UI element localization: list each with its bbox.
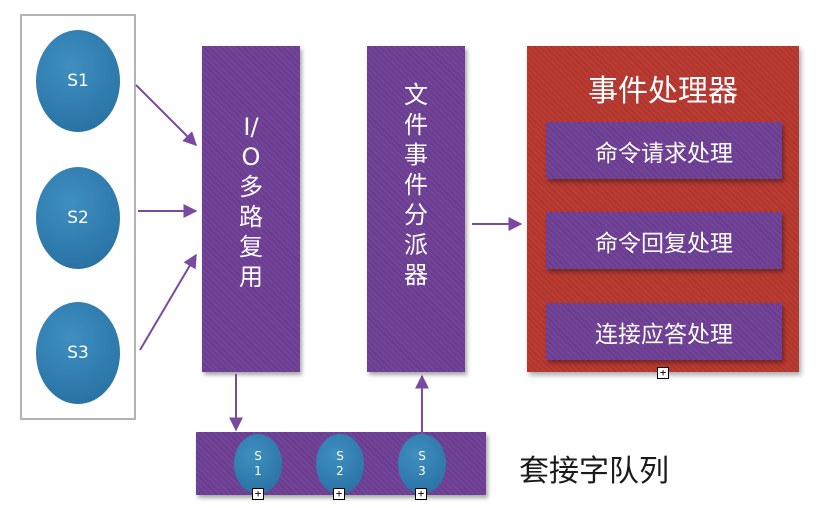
queue-socket-s2-letter: S [336,449,344,463]
io-multiplexer-box [202,46,300,372]
queue-socket-s1-letter: S [254,449,262,463]
queue-socket-s3-letter: S [418,449,426,463]
client-s2-label: S2 [67,208,89,228]
arrow-s3-to-io [139,253,197,351]
client-s1: S1 [36,30,120,132]
file-event-dispatcher-label: 文件事件分派器 [404,81,428,289]
queue-s3-plus-icon: + [415,488,427,500]
expand-plus-icon: + [657,367,669,379]
command-request-handler-label: 命令请求处理 [595,140,733,167]
client-s3: S3 [36,302,120,404]
queue-socket-s1-number: 1 [254,464,262,478]
queue-socket-s3: S 3 [398,434,446,494]
arrow-s1-to-io [135,84,197,146]
command-request-handler: 命令请求处理 [546,122,782,179]
command-reply-handler: 命令回复处理 [546,212,782,269]
connection-accept-handler: 连接应答处理 [546,303,782,360]
queue-s1-plus-icon: + [252,488,264,500]
client-s3-label: S3 [67,343,89,363]
connection-accept-handler-label: 连接应答处理 [595,321,733,348]
command-reply-handler-label: 命令回复处理 [595,230,733,257]
socket-queue-label: 套接字队列 [519,454,669,489]
client-s2: S2 [36,167,120,269]
client-s1-label: S1 [67,71,89,91]
queue-s2-plus-icon: + [333,488,345,500]
queue-socket-s3-number: 3 [418,464,426,478]
queue-socket-s2: S 2 [316,434,364,494]
event-handler-title: 事件处理器 [588,74,738,109]
queue-socket-s1: S 1 [234,434,282,494]
io-multiplexer-label: I/O多路复用 [239,113,263,291]
file-event-dispatcher-box [367,46,465,372]
queue-socket-s2-number: 2 [336,464,344,478]
